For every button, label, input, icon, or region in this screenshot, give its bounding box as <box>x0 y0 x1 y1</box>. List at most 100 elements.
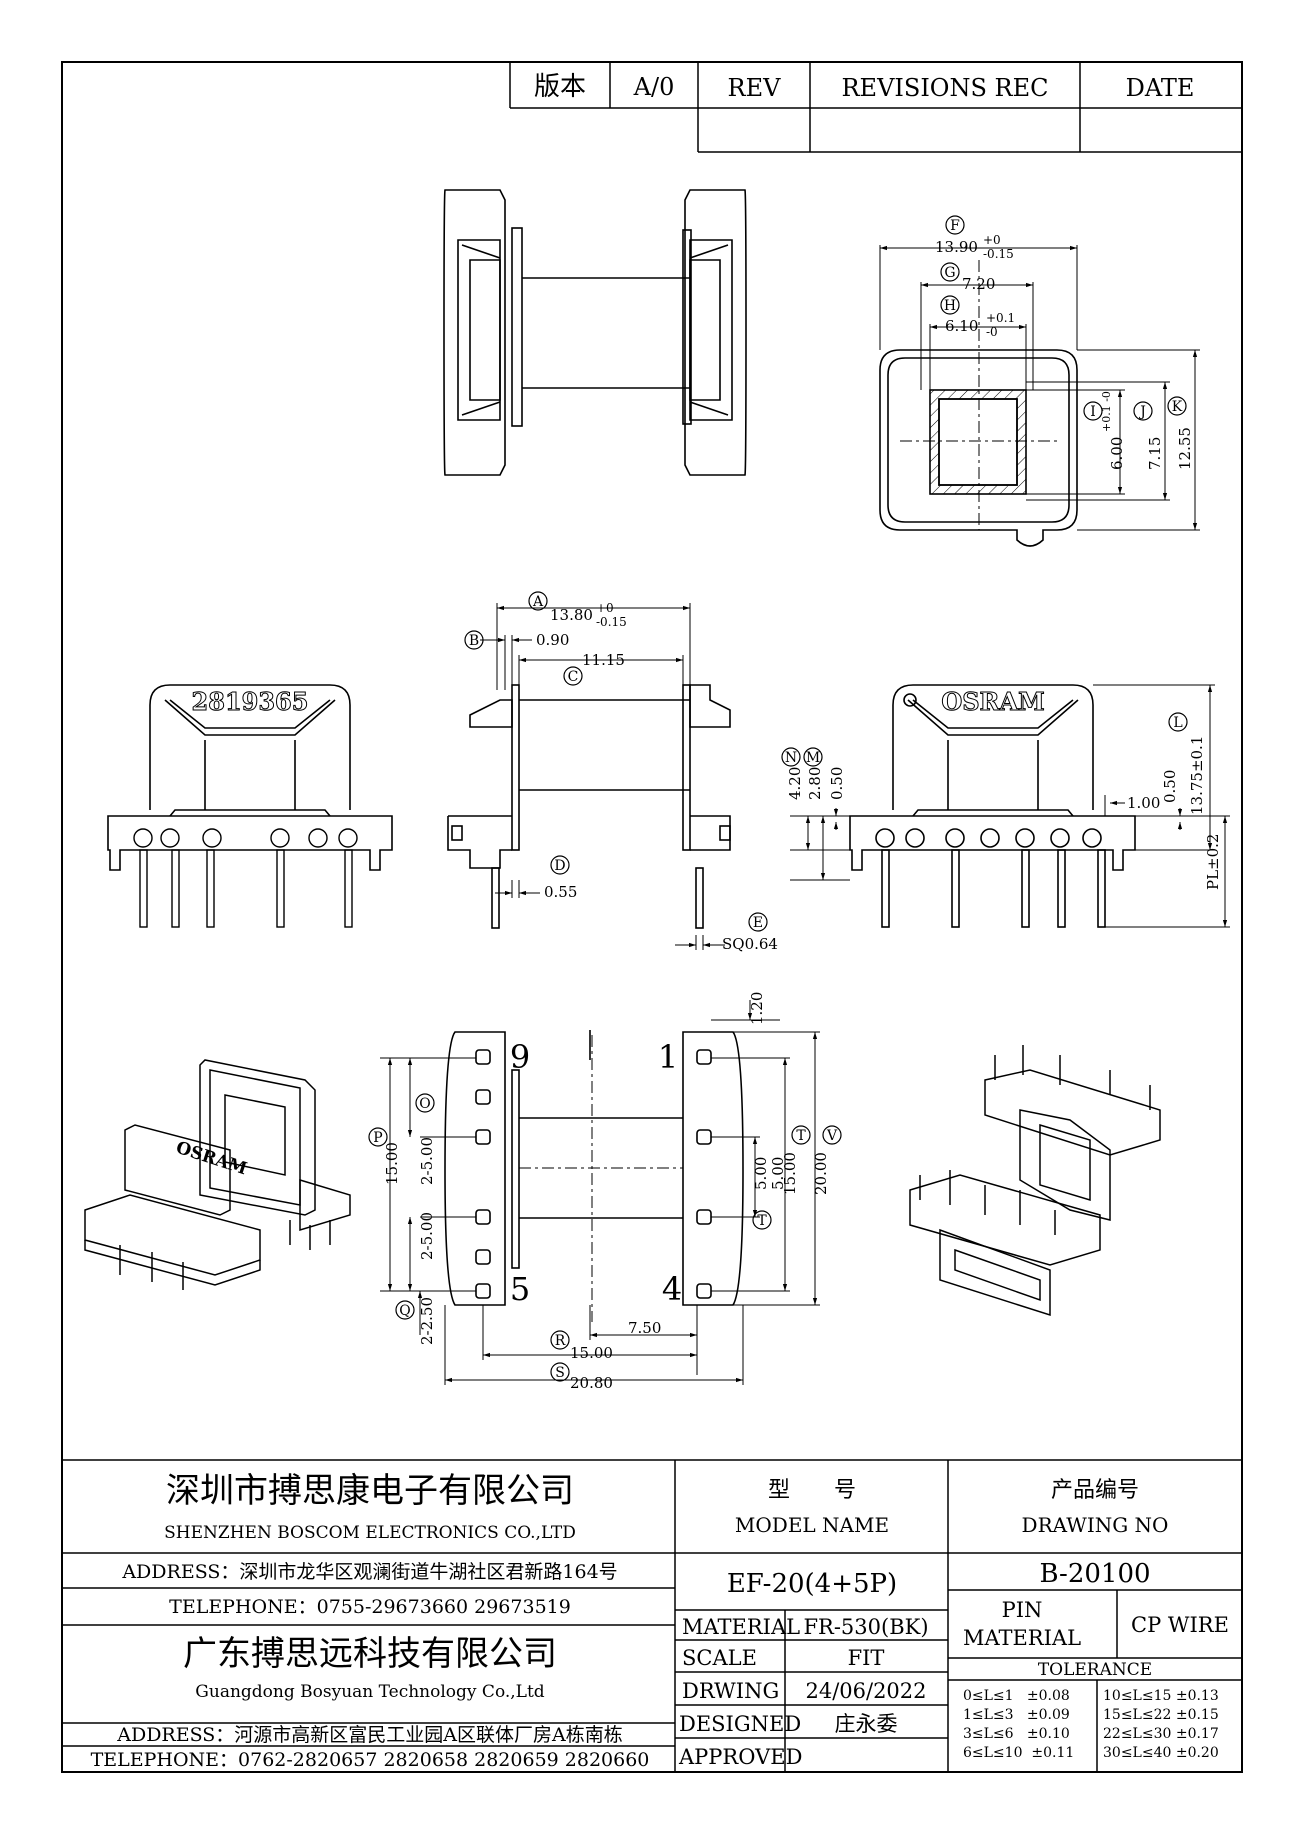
model-label-en: MODEL NAME <box>735 1513 889 1537</box>
pin-material-label-1: PIN <box>1002 1598 1043 1622</box>
callout-A: A <box>532 594 544 610</box>
end-view-dimensions <box>879 245 1200 531</box>
dim-1-20: 1.20 <box>748 992 766 1025</box>
callout-O: O <box>419 1096 430 1112</box>
callout-F: F <box>950 218 960 234</box>
company1-name-en: SHENZHEN BOSCOM ELECTRONICS CO.,LTD <box>164 1523 576 1543</box>
tolerance-right-1: 15≤L≤22 ±0.15 <box>1103 1707 1219 1723</box>
dim-H: 6.10 <box>945 317 978 335</box>
dim-V: 20.00 <box>812 1152 830 1195</box>
dim-1-00: 1.00 <box>1127 794 1160 812</box>
rev-header: REV <box>728 74 782 102</box>
dim-H-tol-up: +0.1 <box>986 311 1015 325</box>
bobbin-front-view-left <box>107 684 393 871</box>
dim-I-tol: +0.1 -0 <box>1100 391 1113 432</box>
dim-C: 11.15 <box>582 651 625 669</box>
left-front-pins <box>133 828 358 928</box>
dim-A-tol-up: +0 <box>596 601 614 615</box>
bobbin-top-view <box>443 189 747 476</box>
dim-U: 15.00 <box>781 1152 799 1195</box>
dim-N-0-50: 0.50 <box>828 767 846 800</box>
tolerance-title: TOLERANCE <box>1038 1660 1152 1680</box>
dim-F-tol-dn: -0.15 <box>983 247 1014 261</box>
bobbin-end-view <box>879 349 1078 547</box>
dim-O2: 2-5.00 <box>418 1212 436 1260</box>
callout-L: L <box>1173 715 1182 731</box>
drwing-value: 24/06/2022 <box>805 1679 926 1703</box>
dim-A: 13.80 <box>550 606 593 624</box>
dim-D: 0.55 <box>544 883 577 901</box>
callout-V: V <box>826 1128 838 1144</box>
tolerance-right-2: 22≤L≤30 ±0.17 <box>1103 1726 1219 1742</box>
tolerance-right-0: 10≤L≤15 ±0.13 <box>1103 1688 1219 1704</box>
dim-L-0-50: 0.50 <box>1161 770 1179 803</box>
dim-F-tol-up: +0 <box>983 233 1001 247</box>
drawing-label-cn: 产品编号 <box>1051 1478 1139 1503</box>
callout-S: S <box>555 1365 565 1381</box>
callout-C: C <box>568 669 579 685</box>
model-label-cn: 型 号 <box>768 1478 856 1503</box>
material-value: FR-530(BK) <box>803 1615 928 1639</box>
side-view-callouts <box>464 591 768 932</box>
tolerance-left-2: 3≤L≤6 ±0.10 <box>963 1726 1070 1742</box>
callout-E: E <box>753 915 763 931</box>
dim-J: 7.15 <box>1146 437 1164 470</box>
callout-R: R <box>555 1333 566 1349</box>
pin-5: 5 <box>510 1270 530 1308</box>
company2-name-en: Guangdong Bosyuan Technology Co.,Ltd <box>195 1682 545 1702</box>
company2-telephone: TELEPHONE：0762-2820657 2820658 2820659 2… <box>91 1749 650 1771</box>
pin-9: 9 <box>510 1038 530 1076</box>
isometric-view-right <box>909 1045 1161 1317</box>
callout-N: N <box>785 750 797 766</box>
end-view-callouts <box>940 215 1187 421</box>
dim-B: 0.90 <box>536 631 569 649</box>
drawing-value: B-20100 <box>1039 1559 1150 1589</box>
bobbin-front-view-right <box>849 684 1136 928</box>
callout-I: I <box>1090 404 1096 420</box>
drawing-label-en: DRAWING NO <box>1022 1513 1169 1537</box>
dim-H-tol-dn: -0 <box>986 325 998 339</box>
pin-material-label-2: MATERIAL <box>963 1626 1081 1650</box>
dim-PL: PL±0.2 <box>1204 834 1222 890</box>
tolerance-left-3: 6≤L≤10 ±0.11 <box>963 1745 1074 1761</box>
company2-name-cn: 广东搏思远科技有限公司 <box>183 1634 557 1674</box>
tolerance-left-0: 0≤L≤1 ±0.08 <box>963 1688 1070 1704</box>
dim-A-tol-dn: -0.15 <box>596 615 627 629</box>
right-front-callouts <box>781 712 1188 767</box>
bobbin-side-view <box>447 684 731 929</box>
company1-address: ADDRESS：深圳市龙华区观澜街道牛湖社区君新路164号 <box>121 1561 617 1583</box>
callout-Q: Q <box>399 1303 410 1319</box>
scale-label: SCALE <box>682 1646 757 1670</box>
approved-label: APPROVED <box>678 1745 802 1769</box>
dim-Q: 2-2.50 <box>418 1297 436 1345</box>
isometric-view-left <box>84 1059 351 1290</box>
callout-H: H <box>944 298 956 314</box>
callout-U: T <box>796 1128 806 1144</box>
revision-block <box>509 62 1242 153</box>
dim-O: 2-5.00 <box>418 1137 436 1185</box>
company1-name-cn: 深圳市搏思康电子有限公司 <box>166 1471 574 1511</box>
company1-telephone: TELEPHONE：0755-29673660 29673519 <box>169 1596 571 1618</box>
callout-K: K <box>1172 399 1183 415</box>
dim-I: 6.00 <box>1108 437 1126 470</box>
tolerance-right-3: 30≤L≤40 ±0.20 <box>1103 1745 1219 1761</box>
part-code-marking: 2819365 <box>192 687 309 716</box>
osram-logo-iso: OSRAM <box>173 1138 249 1180</box>
callout-D: D <box>554 858 565 874</box>
dim-K: 12.55 <box>1176 427 1194 470</box>
pin-4: 4 <box>662 1270 682 1308</box>
tolerance-left-1: 1≤L≤3 ±0.09 <box>963 1707 1070 1723</box>
designed-value: 庄永委 <box>835 1712 898 1736</box>
dim-E: SQ0.64 <box>722 935 778 953</box>
side-view-dimensions <box>480 603 725 950</box>
revisions-header: REVISIONS REC <box>841 74 1048 102</box>
drwing-label: DRWING <box>682 1679 779 1703</box>
date-header: DATE <box>1126 74 1195 102</box>
dim-7-50: 7.50 <box>628 1319 661 1337</box>
dim-G: 7.20 <box>962 275 995 293</box>
sheet-border <box>61 61 1243 1773</box>
designed-label: DESIGNED <box>679 1712 801 1736</box>
pin-1: 1 <box>658 1038 678 1076</box>
right-front-dimensions <box>790 684 1230 928</box>
callout-T: T <box>757 1213 767 1229</box>
